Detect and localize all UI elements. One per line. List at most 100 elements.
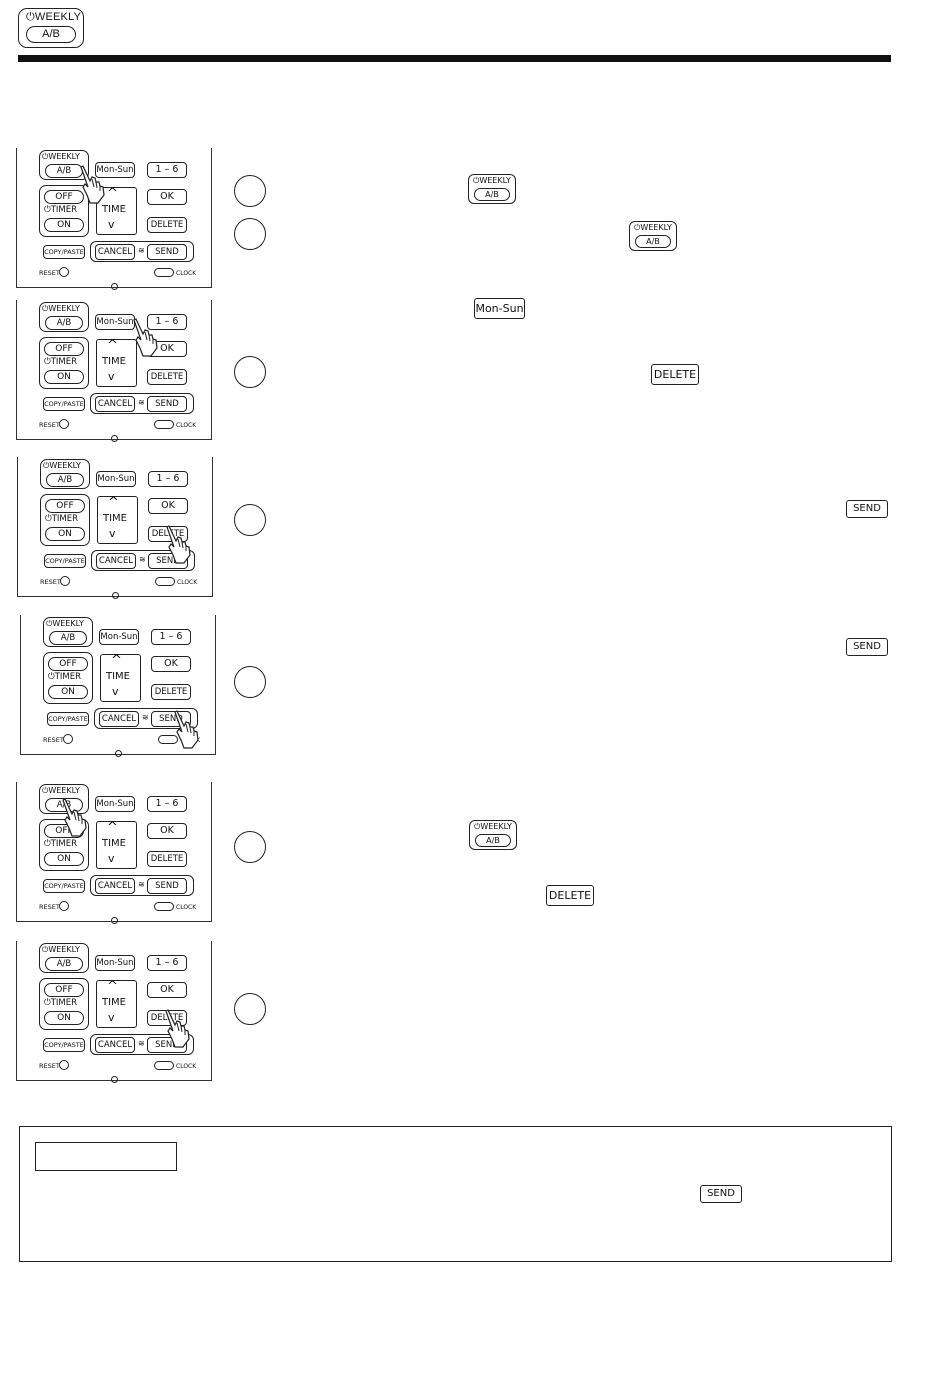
one-six-button[interactable]: 1 – 6	[147, 162, 187, 178]
time-button[interactable]: ^ TIME v	[96, 979, 137, 1028]
delete-button[interactable]: DELETE	[147, 851, 187, 867]
on-button[interactable]: ON	[48, 685, 88, 699]
copy-paste-button[interactable]: COPY/PASTE	[47, 712, 89, 726]
reset-button[interactable]	[59, 419, 69, 429]
time-button[interactable]: ^ TIME v	[96, 186, 137, 235]
clock-button[interactable]	[154, 902, 174, 911]
delete-inline-key: DELETE	[651, 364, 699, 385]
cancel-button[interactable]: CANCEL	[95, 1037, 135, 1053]
ok-button[interactable]: OK	[147, 982, 187, 998]
cancel-button[interactable]: CANCEL	[96, 553, 136, 569]
mon-sun-button[interactable]: Mon-Sun	[95, 162, 135, 178]
pointing-hand-icon	[174, 710, 199, 749]
weekly-text: ⏻WEEKLY	[46, 619, 84, 628]
delete-button[interactable]: DELETE	[151, 684, 191, 700]
time-label: TIME	[102, 997, 127, 1008]
one-six-button[interactable]: 1 – 6	[147, 955, 187, 971]
timer-icon: ⏻	[473, 176, 480, 185]
remote-panel: ⏻WEEKLY A/B Mon-Sun 1 – 6 OFF ⏻TIMER ON …	[20, 615, 216, 757]
reset-button[interactable]	[59, 267, 69, 277]
time-button[interactable]: ^ TIME v	[96, 820, 137, 869]
ok-button[interactable]: OK	[147, 823, 187, 839]
mon-sun-button[interactable]: Mon-Sun	[95, 955, 135, 971]
pointing-hand-icon	[62, 798, 87, 837]
send-button[interactable]: SEND	[147, 244, 187, 260]
timer-label: ⏻TIMER	[44, 357, 78, 367]
mon-sun-button[interactable]: Mon-Sun	[95, 314, 135, 330]
on-button[interactable]: ON	[44, 218, 84, 232]
remote-panel: ⏻WEEKLY A/B Mon-Sun 1 – 6 OFF ⏻TIMER ON …	[17, 457, 213, 599]
clock-button[interactable]	[155, 577, 175, 586]
weekly-button[interactable]: ⏻WEEKLY A/B	[39, 150, 89, 180]
one-six-button[interactable]: 1 – 6	[148, 471, 188, 487]
chevron-down-icon: v	[108, 852, 115, 865]
copy-paste-button[interactable]: COPY/PASTE	[43, 245, 85, 259]
off-button[interactable]: OFF	[44, 983, 84, 997]
chevron-up-icon: ^	[107, 338, 118, 353]
copy-paste-button[interactable]: COPY/PASTE	[44, 554, 86, 568]
time-button[interactable]: ^ TIME v	[97, 495, 138, 544]
reset-button[interactable]	[60, 576, 70, 586]
clock-label: CLOCK	[177, 579, 198, 586]
on-button[interactable]: ON	[44, 852, 84, 866]
off-button[interactable]: OFF	[45, 499, 85, 513]
on-button[interactable]: ON	[44, 370, 84, 384]
ab-key: A/B	[45, 316, 83, 330]
time-button[interactable]: ^ TIME v	[96, 338, 137, 387]
weekly-button[interactable]: ⏻WEEKLY A/B	[40, 459, 90, 489]
timer-icon: ⏻	[26, 11, 35, 23]
timer-icon: ⏻	[634, 223, 641, 232]
one-six-button[interactable]: 1 – 6	[151, 629, 191, 645]
weekly-text: ⏻WEEKLY	[42, 786, 80, 795]
off-button[interactable]: OFF	[44, 342, 84, 356]
copy-paste-button[interactable]: COPY/PASTE	[43, 879, 85, 893]
reset-button[interactable]	[59, 1060, 69, 1070]
on-button[interactable]: ON	[44, 1011, 84, 1025]
ok-button[interactable]: OK	[148, 498, 188, 514]
clock-button[interactable]	[158, 735, 178, 744]
clock-button[interactable]	[154, 420, 174, 429]
cancel-button[interactable]: CANCEL	[99, 711, 139, 727]
one-six-button[interactable]: 1 – 6	[147, 796, 187, 812]
copy-paste-button[interactable]: COPY/PASTE	[43, 1038, 85, 1052]
clock-button[interactable]	[154, 268, 174, 277]
send-button[interactable]: SEND	[147, 396, 187, 412]
reset-button[interactable]	[59, 901, 69, 911]
weekly-text: ⏻WEEKLY	[42, 152, 80, 161]
weekly-button[interactable]: ⏻WEEKLY A/B	[43, 617, 93, 647]
signal-icon: ≋	[138, 880, 145, 889]
cancel-send-group: CANCEL ≋ SEND	[90, 393, 194, 414]
cancel-button[interactable]: CANCEL	[95, 396, 135, 412]
ok-button[interactable]: OK	[151, 656, 191, 672]
cancel-button[interactable]: CANCEL	[95, 244, 135, 260]
ab-key: A/B	[49, 631, 87, 645]
weekly-button[interactable]: ⏻WEEKLY A/B	[39, 943, 89, 973]
reset-button[interactable]	[63, 734, 73, 744]
copy-paste-button[interactable]: COPY/PASTE	[43, 397, 85, 411]
chevron-up-icon: ^	[107, 186, 118, 201]
on-button[interactable]: ON	[45, 527, 85, 541]
cancel-send-group: CANCEL ≋ SEND	[90, 875, 194, 896]
clock-button[interactable]	[154, 1061, 174, 1070]
timer-group: OFF ⏻TIMER ON	[39, 185, 89, 237]
time-button[interactable]: ^ TIME v	[100, 653, 141, 702]
send-button[interactable]: SEND	[147, 878, 187, 894]
weekly-button[interactable]: ⏻WEEKLY A/B	[39, 302, 89, 332]
delete-button[interactable]: DELETE	[147, 369, 187, 385]
mon-sun-button[interactable]: Mon-Sun	[99, 629, 139, 645]
off-button[interactable]: OFF	[48, 657, 88, 671]
timer-icon: ⏻	[45, 514, 52, 524]
off-button[interactable]: OFF	[44, 190, 84, 204]
delete-button[interactable]: DELETE	[147, 217, 187, 233]
reset-label: RESET	[39, 903, 60, 911]
cancel-button[interactable]: CANCEL	[95, 878, 135, 894]
pointing-hand-icon	[80, 165, 105, 204]
signal-icon: ≋	[142, 713, 149, 722]
clock-label: CLOCK	[176, 422, 197, 429]
mon-sun-button[interactable]: Mon-Sun	[95, 796, 135, 812]
mon-sun-button[interactable]: Mon-Sun	[96, 471, 136, 487]
timer-group: OFF ⏻TIMER ON	[39, 819, 89, 871]
ok-button[interactable]: OK	[147, 189, 187, 205]
one-six-button[interactable]: 1 – 6	[147, 314, 187, 330]
timer-label: ⏻TIMER	[48, 672, 82, 682]
